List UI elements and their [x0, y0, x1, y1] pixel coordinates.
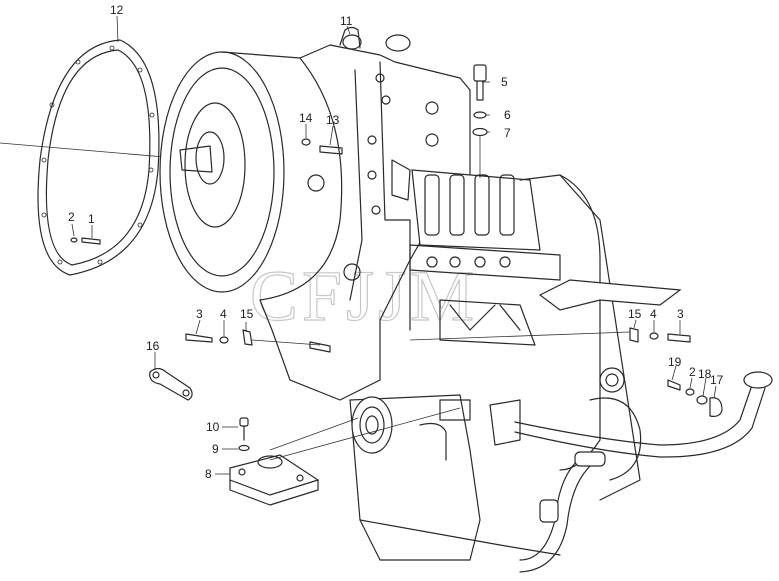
callout-5: 5	[501, 75, 508, 89]
callout-13: 13	[326, 113, 340, 127]
mount-bracket	[439, 279, 682, 346]
callout-18: 18	[698, 367, 712, 381]
callout-10: 10	[206, 420, 220, 434]
callout-3-right: 3	[677, 307, 684, 321]
callout-16: 16	[146, 339, 160, 353]
gasket-12	[37, 39, 160, 276]
callout-7: 7	[504, 126, 511, 140]
callout-4-left: 4	[220, 307, 227, 321]
link-16	[149, 367, 193, 401]
callout-11: 11	[340, 14, 353, 28]
bolt-1-washer-2	[70, 237, 101, 245]
fasteners-left-3-4-15	[185, 329, 331, 353]
callout-labels: 12 11 5 6 7 14 13 2 1 3 4 15 15 4 3 16 1…	[68, 3, 724, 481]
bolt-10	[239, 417, 249, 441]
callout-3-left: 3	[196, 307, 203, 321]
lower-case	[349, 394, 561, 561]
fasteners-right-15-4-3	[409, 327, 691, 343]
sump-plate-8	[229, 407, 461, 506]
callout-2-left: 2	[68, 210, 75, 224]
bolt-13-washer-14	[301, 138, 343, 155]
callout-14: 14	[299, 111, 313, 125]
callout-4-right: 4	[650, 307, 657, 321]
clamp-17-18-19	[667, 379, 723, 417]
callout-8: 8	[205, 467, 212, 481]
gearbox-housing-rear	[519, 174, 642, 501]
callout-6: 6	[504, 108, 511, 122]
callout-1: 1	[88, 212, 95, 226]
callout-19: 19	[668, 355, 682, 369]
watermark: CFJJM	[250, 256, 478, 336]
filter-pipe	[489, 371, 773, 573]
callout-2-right: 2	[689, 365, 696, 379]
washer-9	[238, 444, 250, 452]
callout-15-right: 15	[628, 307, 642, 321]
callout-15-left: 15	[240, 307, 254, 321]
converter-housing	[159, 51, 343, 301]
control-valve-block	[409, 169, 561, 281]
callout-9: 9	[212, 442, 219, 456]
callout-17: 17	[710, 373, 724, 387]
leader-lines	[71, 15, 717, 475]
bolt-5-washers-6-7	[472, 64, 488, 178]
callout-12: 12	[110, 3, 124, 17]
